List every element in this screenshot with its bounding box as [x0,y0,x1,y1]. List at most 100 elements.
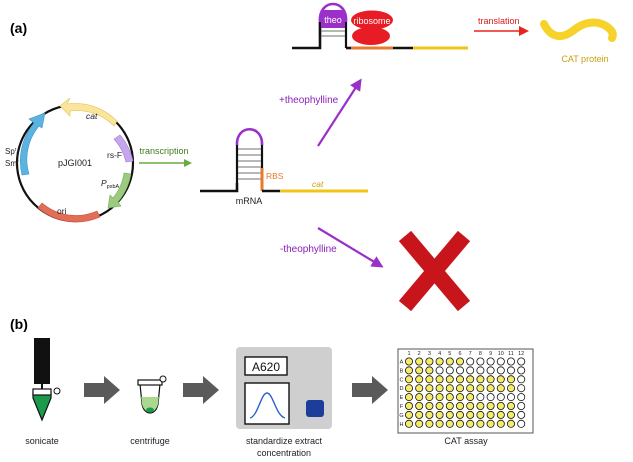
plate-well-E6 [455,393,464,402]
step-standardize-line2: concentration [257,448,311,458]
plate-well-D1 [404,384,413,393]
minus-theophylline-label: -theophylline [280,244,337,255]
plate-well-F9 [486,401,495,410]
plate-well-D10 [496,384,505,393]
plate-well-H7 [466,419,475,428]
process-arrow-3 [352,376,388,404]
plate-well-F1 [404,401,413,410]
plate-well-E10 [496,393,505,402]
plate-col-label: 5 [448,351,451,357]
plate-well-A5 [445,357,454,366]
plate-well-B2 [415,366,424,375]
plasmid-spsm-segment [20,112,46,176]
plasmid-cat-segment [59,97,118,127]
sonicator [32,338,61,422]
spectrophotometer: A620 [236,347,332,429]
plate-well-G11 [506,410,515,419]
plate-wells [404,357,526,428]
step-sonicate: sonicate [25,436,59,446]
plate-well-F3 [425,401,434,410]
plate-well-E12 [517,393,526,402]
plate-well-G1 [404,410,413,419]
ribosome-small-subunit [352,27,390,45]
plate-col-label: 12 [518,351,524,357]
plate-row-label: C [400,377,404,383]
plate-well-A6 [455,357,464,366]
plate-col-label: 1 [407,351,410,357]
mrna-construct: RBS cat mRNA [200,128,368,206]
plate-well-B6 [455,366,464,375]
process-arrow-2 [183,376,219,404]
plasmid-sp-label: Spr/ [5,147,19,156]
plate-well-F7 [466,401,475,410]
plate-well-C10 [496,375,505,384]
plasmid-ori-segment [37,202,101,223]
plasmid-ppsba-label: PpsbA [101,178,120,190]
plate-well-H10 [496,419,505,428]
sm-sup: r [17,159,19,165]
plate-well-E2 [415,393,424,402]
plate-col-label: 9 [489,351,492,357]
plate-well-H9 [486,419,495,428]
ppsba-main: P [101,178,107,188]
plate-well-E8 [476,393,485,402]
plate-well-F2 [415,401,424,410]
plate-well-H5 [445,419,454,428]
centrifuge-tube-cap [159,375,167,383]
plate-well-F4 [435,401,444,410]
plate-row-label: H [400,422,404,428]
plate-well-C6 [455,375,464,384]
plate-col-label: 8 [479,351,482,357]
plate-well-A4 [435,357,444,366]
mrna-black-left [200,183,239,193]
plate-well-D3 [425,384,434,393]
plate-well-F11 [506,401,515,410]
plate-well-G3 [425,410,434,419]
plate-well-E4 [435,393,444,402]
top-mrna-black-left [292,22,322,50]
spectro-peak-curve [249,392,286,419]
panel-a-label: (a) [10,20,27,36]
plate-well-G9 [486,410,495,419]
cat-protein-squiggle [540,18,617,42]
plate-well-F12 [517,401,526,410]
step-centrifuge: centrifuge [130,436,170,446]
plate-col-label: 11 [508,351,514,357]
theophylline-box [321,10,345,28]
plate-well-A2 [415,357,424,366]
plate-well-H1 [404,419,413,428]
no-translation-cross [398,230,471,312]
sp-sup: r [15,147,17,153]
theophylline-label: theo [324,15,342,25]
plasmid-name: pJGI001 [58,158,92,168]
step-cat-assay: CAT assay [444,436,488,446]
sonicate-tube-cap [53,387,61,395]
plate-well-D9 [486,384,495,393]
plate-well-A1 [404,357,413,366]
plate-well-G2 [415,410,424,419]
centrifuge-supernatant [141,397,159,412]
plate-col-label: 10 [498,351,504,357]
plate-well-D5 [445,384,454,393]
plate-row-label: B [400,368,404,374]
plate-col-label: 7 [469,351,472,357]
plate-well-G6 [455,410,464,419]
sonicate-tube-top [32,388,52,396]
plate-col-label: 4 [438,351,441,357]
plate-well-E7 [466,393,475,402]
plate-well-H2 [415,419,424,428]
plasmid-rsf-label: rs-F [107,150,122,160]
plate-well-E3 [425,393,434,402]
plasmid-sm-label: Smr [5,159,19,168]
translation-label: translation [478,16,520,26]
plate-well-B5 [445,366,454,375]
plate-well-C1 [404,375,413,384]
plate-well-B3 [425,366,434,375]
ribosome-large-subunit [351,10,393,30]
plate-well-A7 [466,357,475,366]
plate-well-B11 [506,366,515,375]
ppsba-subscript: psbA [107,184,120,190]
process-arrow-1 [84,376,120,404]
plate-well-H12 [517,419,526,428]
centrifuge-pellet [146,407,154,413]
